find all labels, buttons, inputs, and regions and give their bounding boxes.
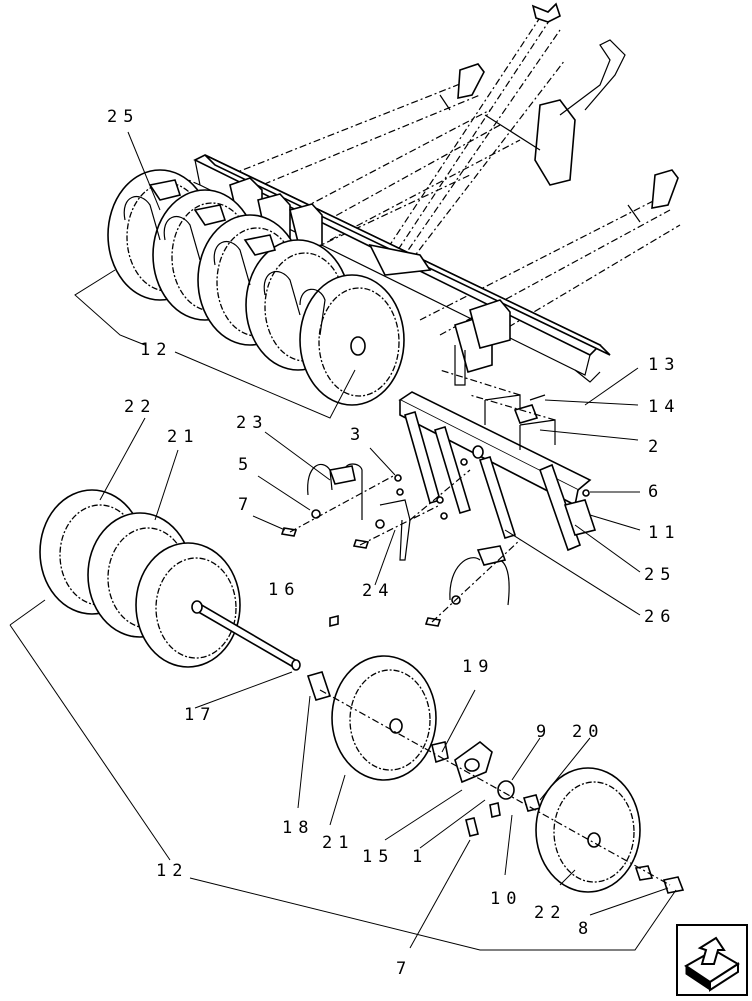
callout-26: 26: [644, 607, 676, 627]
callout-17: 17: [184, 705, 216, 725]
lower-left-wheel-gang: [39, 489, 301, 671]
callout-21-lower: 21: [322, 833, 354, 853]
callout-12-upper: 12: [140, 340, 172, 360]
callout-15: 15: [362, 847, 394, 867]
callout-22-lower: 22: [534, 903, 566, 923]
callout-11: 11: [648, 523, 680, 543]
callout-7-lower: 7: [396, 959, 412, 979]
frame-assembly: [164, 2, 681, 386]
callout-6: 6: [648, 482, 664, 502]
upper-wheel-gang: [107, 169, 405, 406]
callout-14: 14: [648, 397, 680, 417]
callout-18: 18: [282, 818, 314, 838]
callout-21-upper: 21: [167, 427, 199, 447]
callout-24: 24: [362, 581, 394, 601]
callout-25-upper: 25: [107, 107, 139, 127]
callout-16: 16: [268, 580, 300, 600]
callouts: 25 12 13 14 2 22 21 23 3 5 6 7 11 25 24 …: [107, 107, 680, 979]
callout-7-upper: 7: [238, 495, 254, 515]
callout-8: 8: [578, 919, 594, 939]
callout-10: 10: [490, 889, 522, 909]
callout-20: 20: [572, 722, 604, 742]
hardware-small: [280, 458, 590, 628]
next-page-button[interactable]: [676, 924, 748, 996]
callout-1: 1: [412, 847, 428, 867]
leader-lines: [9, 131, 677, 951]
lower-right-parts: [306, 655, 685, 894]
subframe-toolbar: [398, 369, 597, 552]
callout-12-lower: 12: [156, 861, 188, 881]
callout-3: 3: [350, 425, 366, 445]
callout-25-lower: 25: [644, 565, 676, 585]
callout-9: 9: [536, 722, 552, 742]
callout-2: 2: [648, 437, 664, 457]
callout-19: 19: [462, 657, 494, 677]
next-page-arrow-icon: [676, 924, 748, 996]
callout-23: 23: [236, 413, 268, 433]
callout-22-upper: 22: [124, 397, 156, 417]
callout-13: 13: [648, 355, 680, 375]
callout-5: 5: [238, 455, 254, 475]
